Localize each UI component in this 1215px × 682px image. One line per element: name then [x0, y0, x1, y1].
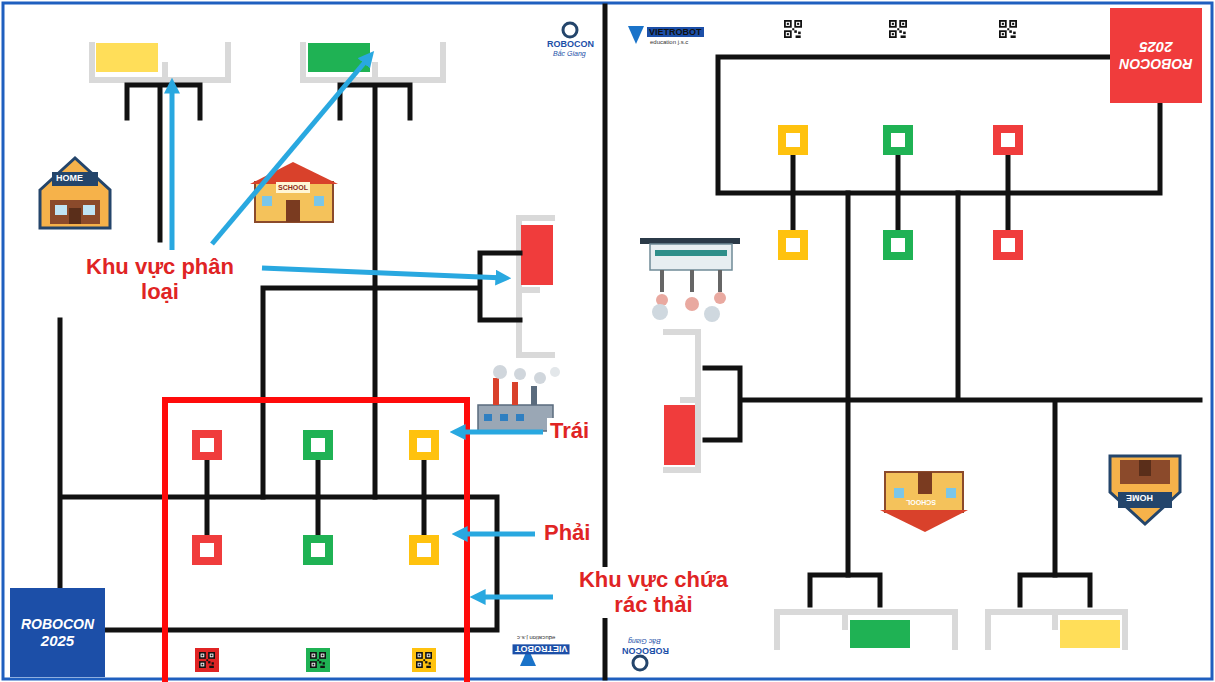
logo-box: ROBOCON2025	[1110, 8, 1202, 103]
building-label: SCHOOL	[278, 184, 308, 192]
logo-text: 2025	[1139, 39, 1172, 56]
logo-text: ROBOCON	[1119, 56, 1192, 72]
area-label: Trái	[547, 418, 592, 443]
logo-text: VIETROBOT	[513, 644, 570, 654]
building-label: SCHOOL	[906, 498, 936, 506]
logo-text: Bắc Giang	[628, 637, 661, 645]
logo-text: VIETROBOT	[647, 27, 704, 37]
area-label: Khu vực chứa rác thải	[558, 567, 749, 618]
logo-text: education j.s.c	[650, 39, 688, 46]
logo-text: Bắc Giang	[553, 50, 586, 58]
area-label: Phải	[541, 520, 593, 545]
logo-text: education j.s.c	[517, 634, 555, 641]
logo-text: 2025	[41, 632, 74, 649]
building-label: HOME	[56, 173, 83, 183]
logo-text: ROBOCON	[622, 646, 669, 656]
logo-text: ROBOCON	[21, 616, 94, 632]
logo-text: ROBOCON	[547, 39, 594, 49]
building-label: HOME	[1126, 493, 1153, 503]
area-label: Khu vực phân loại	[70, 254, 250, 305]
logo-box: ROBOCON2025	[10, 588, 105, 677]
